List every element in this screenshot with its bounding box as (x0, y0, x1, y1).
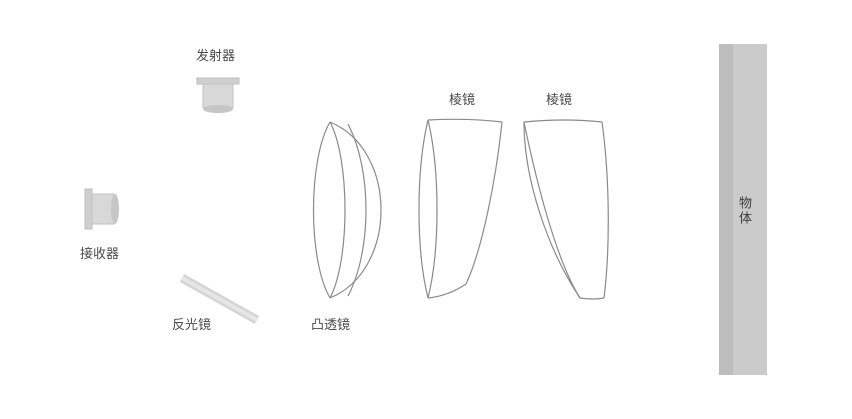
prism-2-label: 棱镜 (546, 93, 573, 108)
prism-1-label: 棱镜 (449, 93, 476, 108)
convex-lens-label: 凸透镜 (311, 318, 351, 333)
convex-lens (312, 121, 382, 299)
object-bar (719, 44, 767, 375)
emitter-label: 发射器 (196, 49, 236, 64)
emitter-component (196, 77, 240, 113)
object-label: 物体 (736, 196, 751, 226)
receiver-component (84, 188, 119, 230)
reflector-mirror (179, 274, 260, 324)
reflector-label: 反光镜 (172, 318, 212, 333)
prism-1 (418, 118, 503, 299)
receiver-label: 接收器 (80, 247, 120, 262)
prism-2 (523, 119, 609, 300)
